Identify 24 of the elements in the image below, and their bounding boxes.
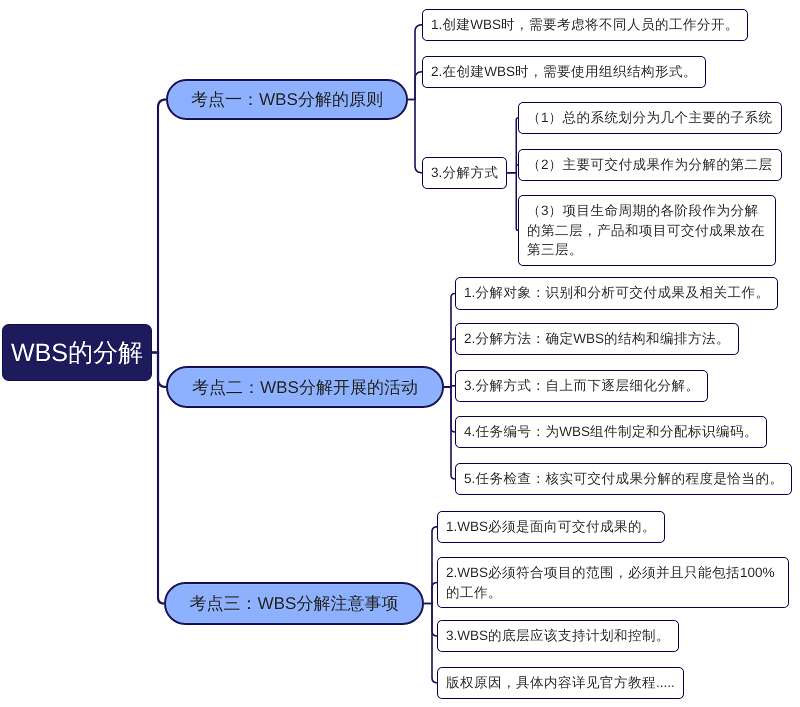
- connector-line: [424, 602, 438, 684]
- subtopic-box: 2.WBS必须符合项目的范围，必须并且只能包括100%的工作。: [437, 557, 789, 608]
- subtopic-box: 1.WBS必须是面向可交付成果的。: [437, 511, 666, 543]
- subtopic-box: 5.任务检查：核实可交付成果分解的程度是恰当的。: [455, 463, 792, 495]
- connector-line: [152, 351, 166, 605]
- subtopic-box: （1）总的系统划分为几个主要的子系统: [518, 102, 782, 134]
- connector-line: [408, 98, 423, 174]
- subtopic-box: （2）主要可交付成果作为分解的第二层: [518, 149, 782, 181]
- topic-pill: 考点二：WBS分解开展的活动: [166, 366, 444, 408]
- subtopic-box: 3.分解方式：自上而下逐层细化分解。: [455, 370, 708, 402]
- subtopic-box: 3.分解方式: [422, 157, 508, 189]
- connector-line: [507, 172, 519, 232]
- topic-pill: 考点一：WBS分解的原则: [166, 79, 408, 120]
- central-topic-box: WBS的分解: [2, 324, 152, 381]
- subtopic-box: 2.分解方法：确定WBS的结构和编排方法。: [455, 323, 740, 355]
- connector-line: [444, 386, 456, 480]
- subtopic-box: 1.创建WBS时，需要考虑将不同人员的工作分开。: [422, 9, 748, 41]
- subtopic-box: （3）项目生命周期的各阶段作为分解的第二层，产品和项目可交付成果放在第三层。: [518, 195, 776, 266]
- subtopic-box: 3.WBS的底层应该支持计划和控制。: [437, 620, 680, 652]
- topic-pill: 考点三：WBS分解注意事项: [164, 582, 424, 625]
- subtopic-box: 2.在创建WBS时，需要使用组织结构形式。: [422, 56, 706, 88]
- subtopic-box: 4.任务编号：为WBS组件制定和分配标识编码。: [455, 416, 768, 448]
- subtopic-box: 版权原因，具体内容详见官方教程.....: [437, 667, 684, 699]
- subtopic-box: 1.分解对象：识别和分析可交付成果及相关工作。: [455, 277, 778, 310]
